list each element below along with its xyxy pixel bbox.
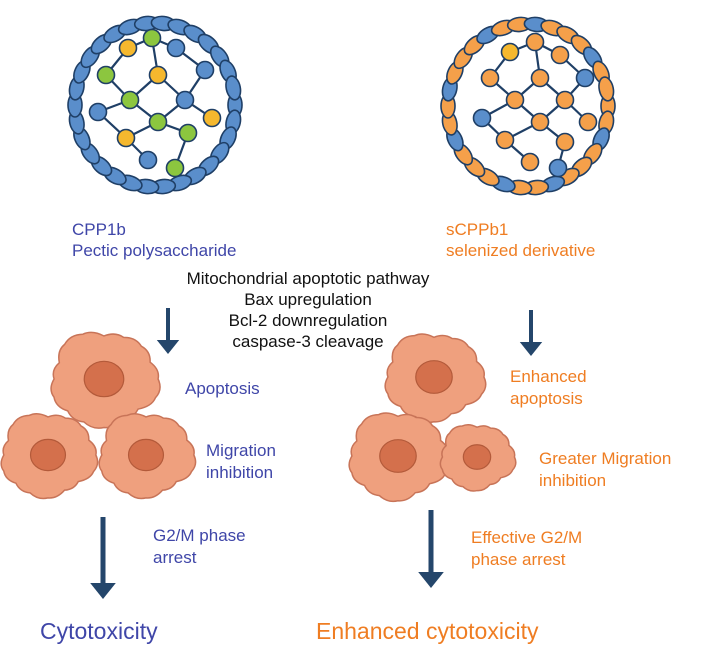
greater-migration-label-line2: inhibition — [539, 471, 607, 490]
monomer-bead — [495, 130, 515, 150]
arrow-head-icon — [90, 583, 116, 599]
enhanced-apoptosis-label-line2: apoptosis — [510, 389, 583, 408]
monomer-bead — [472, 108, 492, 128]
cpp1b-molecule-icon — [67, 15, 243, 195]
monomer-bead — [148, 112, 168, 132]
nucleus-icon — [127, 438, 165, 472]
nucleus-icon — [83, 360, 125, 398]
mechanism-line: Bcl-2 downregulation — [228, 311, 388, 330]
mechanism-line: Bax upregulation — [244, 290, 372, 309]
scppb1-name: sCPPb1 — [446, 220, 509, 239]
monomer-bead — [166, 38, 186, 58]
arrow-head-icon — [519, 342, 543, 356]
monomer-bead — [530, 68, 550, 88]
monomer-bead — [116, 128, 136, 148]
arrow-head-icon — [418, 572, 444, 588]
g2m-arrest-label-line2: arrest — [153, 548, 197, 567]
g2m-arrest-label-line1: G2/M phase — [153, 526, 246, 545]
monomer-bead — [178, 123, 198, 143]
enhanced-cytotoxicity-outcome: Enhanced cytotoxicity — [316, 618, 539, 644]
effective-g2m-label-line1: Effective G2/M — [471, 528, 583, 547]
nucleus-icon — [462, 444, 492, 470]
monomer-bead — [88, 102, 108, 122]
monomer-bead — [578, 112, 598, 132]
cytotoxicity-outcome: Cytotoxicity — [40, 618, 158, 644]
monomer-bead — [118, 38, 138, 58]
apoptosis-label: Apoptosis — [185, 379, 260, 398]
ring-segment — [225, 75, 242, 101]
greater-migration-label-line1: Greater Migration — [539, 449, 672, 468]
mechanism-line: Mitochondrial apoptotic pathway — [186, 269, 430, 288]
ring-segment — [598, 76, 615, 102]
scppb1-molecule-icon — [440, 16, 616, 196]
monomer-bead — [138, 150, 158, 170]
nucleus-icon — [29, 438, 67, 472]
monomer-bead — [195, 60, 215, 80]
monomer-bead — [555, 132, 575, 152]
monomer-bead — [575, 68, 595, 88]
monomer-bead — [96, 65, 116, 85]
monomer-bead — [548, 158, 568, 178]
scppb1-description: selenized derivative — [446, 241, 596, 260]
monomer-bead — [555, 90, 575, 110]
monomer-bead — [175, 90, 195, 110]
mechanism-text: Mitochondrial apoptotic pathway Bax upre… — [148, 268, 468, 352]
nucleus-icon — [415, 360, 453, 394]
monomer-bead — [202, 108, 222, 128]
monomer-bead — [520, 152, 540, 172]
enhanced-apoptosis-label-line1: Enhanced — [510, 367, 587, 386]
monomer-bead — [500, 42, 520, 62]
monomer-bead — [525, 32, 545, 52]
migration-inhibition-label-line2: inhibition — [206, 463, 274, 482]
mechanism-line: caspase-3 cleavage — [232, 332, 384, 351]
monomer-bead — [120, 90, 140, 110]
monomer-bead — [530, 112, 550, 132]
migration-inhibition-label-line1: Migration — [206, 441, 276, 460]
monomer-bead — [480, 68, 500, 88]
cpp1b-description: Pectic polysaccharide — [72, 241, 237, 260]
cpp1b-name: CPP1b — [72, 220, 126, 239]
monomer-bead — [550, 45, 570, 65]
monomer-bead — [165, 158, 185, 178]
nucleus-icon — [379, 439, 417, 473]
monomer-bead — [505, 90, 525, 110]
effective-g2m-label-line2: phase arrest — [471, 550, 566, 569]
arrow-head-icon — [156, 340, 180, 354]
monomer-bead — [148, 65, 168, 85]
monomer-bead — [142, 28, 162, 48]
